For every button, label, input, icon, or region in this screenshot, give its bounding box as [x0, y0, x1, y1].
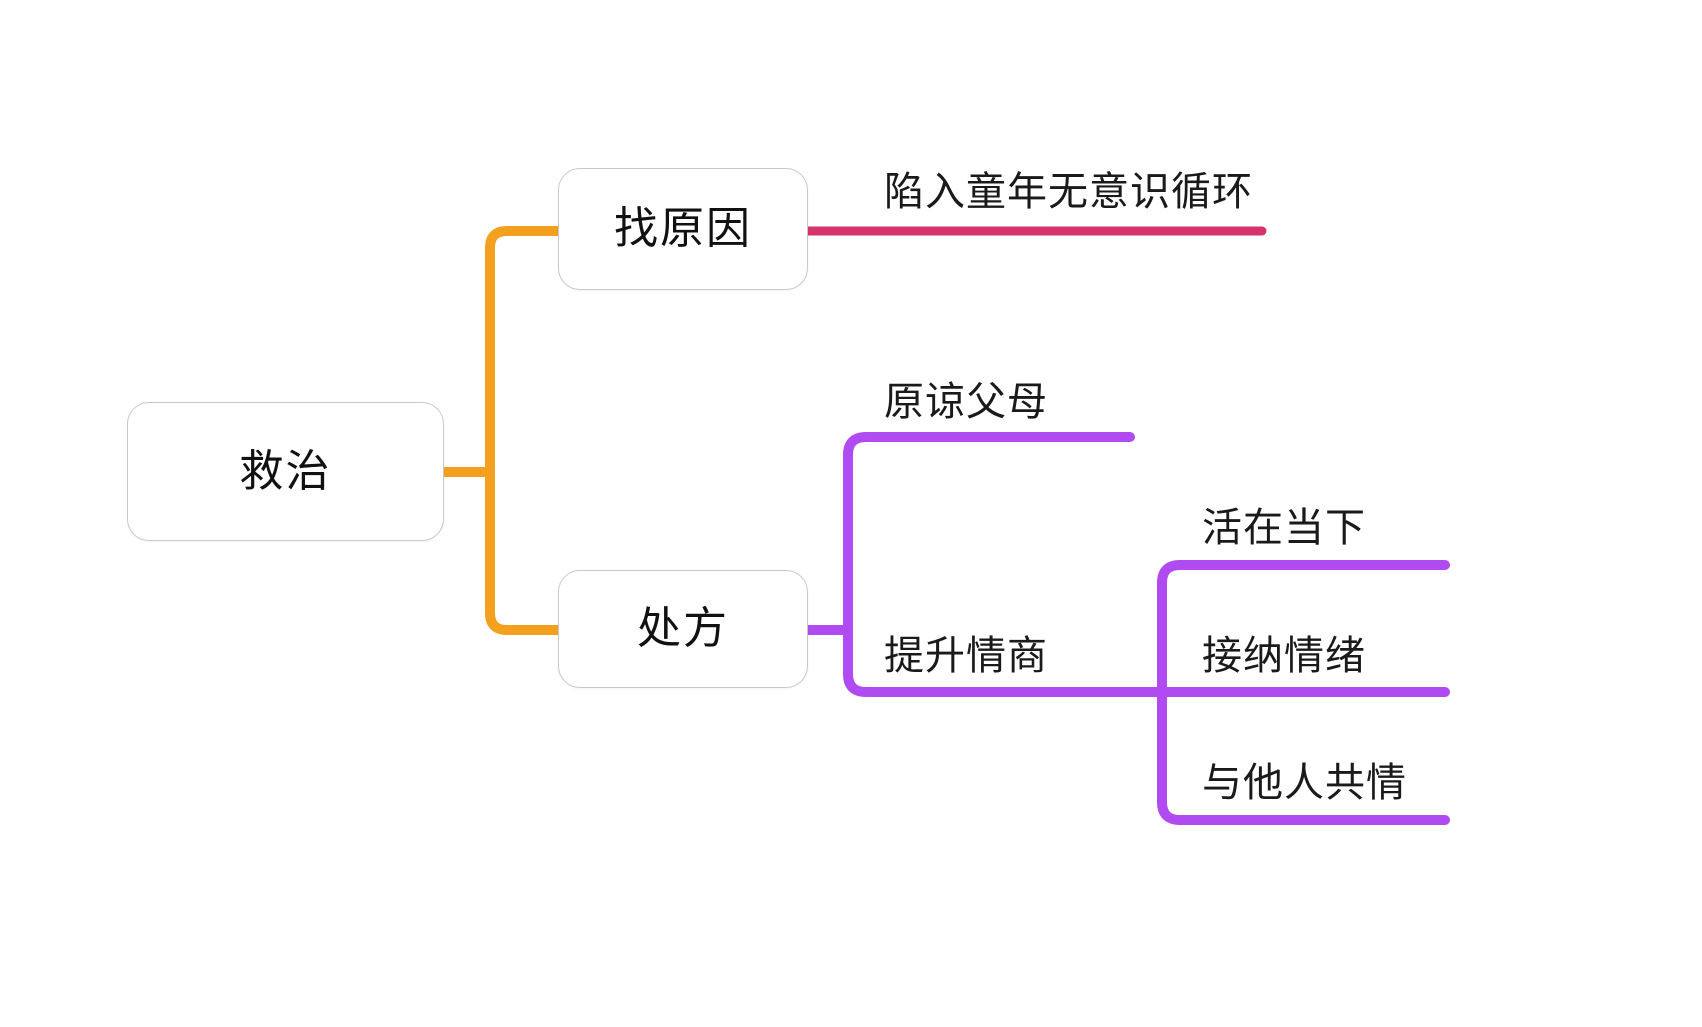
- connector-orange-to-find-cause: [485, 226, 565, 477]
- leaf-live-present[interactable]: 活在当下: [1202, 506, 1366, 550]
- node-root-label: 救治: [239, 446, 332, 496]
- leaf-empathize-others[interactable]: 与他人共情: [1202, 761, 1407, 805]
- connector-orange-to-prescription: [485, 467, 565, 635]
- leaf-childhood-loop[interactable]: 陷入童年无意识循环: [884, 170, 1253, 214]
- node-find-cause-label: 找原因: [614, 204, 752, 253]
- node-prescription-label: 处方: [637, 604, 729, 653]
- leaf-raise-eq[interactable]: 提升情商: [884, 634, 1048, 678]
- node-find-cause[interactable]: 找原因: [558, 168, 808, 290]
- connector-purple-to-forgive-parents: [843, 432, 1135, 635]
- leaf-forgive-parents[interactable]: 原谅父母: [884, 380, 1048, 424]
- node-root[interactable]: 救治: [127, 402, 444, 541]
- leaf-accept-emotions[interactable]: 接纳情绪: [1202, 634, 1366, 678]
- node-prescription[interactable]: 处方: [558, 570, 808, 688]
